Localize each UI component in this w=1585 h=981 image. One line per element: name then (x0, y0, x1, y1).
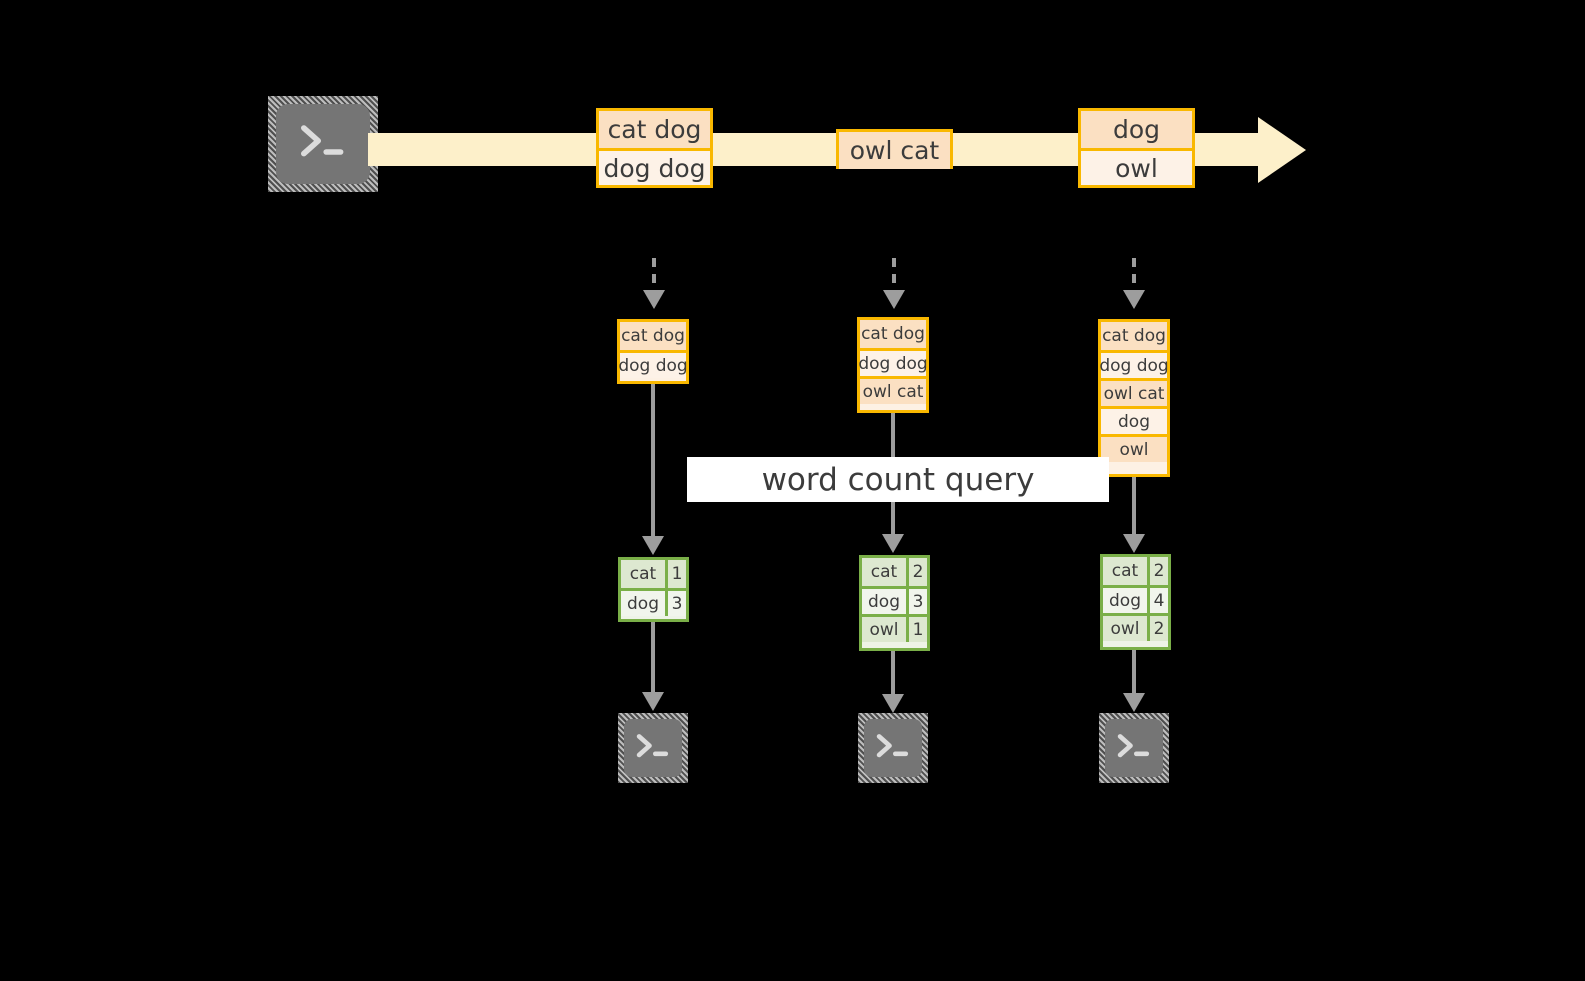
record-line: cat dog (599, 111, 710, 148)
prompt-glyph-icon (876, 734, 909, 758)
record-line: dog dog (599, 148, 710, 185)
accumulated-box-3: cat dog dog dog owl cat dog owl (1098, 319, 1170, 477)
sink-terminal-icon-1 (618, 713, 688, 783)
stream-tap-arrowhead-1 (643, 290, 665, 309)
sink-arrowhead-3 (1123, 693, 1145, 712)
query-label-band: word count query (687, 457, 1109, 502)
result-word: cat (862, 558, 906, 586)
result-word: dog (621, 591, 665, 616)
sink-line-3 (1132, 650, 1136, 696)
accumulated-line: dog dog (858, 348, 928, 376)
source-terminal-icon (268, 96, 378, 192)
table-row: owl 1 (862, 614, 927, 642)
terminal-screen (1105, 719, 1163, 777)
stream-arrow-head-icon (1258, 117, 1306, 183)
stream-tap-arrowhead-3 (1123, 290, 1145, 309)
sink-arrowhead-1 (642, 692, 664, 711)
stream-batch-2: owl cat (836, 129, 953, 169)
result-word: owl (862, 617, 906, 642)
result-count: 1 (906, 617, 927, 642)
result-table-2: cat 2 dog 3 owl 1 (859, 555, 930, 651)
table-row: cat 1 (621, 560, 686, 588)
accumulated-line: dog (1101, 406, 1167, 434)
sink-terminal-icon-2 (858, 713, 928, 783)
accumulated-line: owl cat (860, 376, 926, 404)
query-line-1 (651, 384, 655, 539)
accumulated-line: owl cat (1101, 378, 1167, 406)
table-row: cat 2 (1103, 557, 1168, 585)
terminal-screen (276, 104, 370, 184)
accumulated-line: cat dog (860, 320, 926, 348)
table-row: cat 2 (862, 558, 927, 586)
terminal-screen (624, 719, 682, 777)
result-word: cat (1103, 557, 1147, 585)
accumulated-box-2: cat dog dog dog owl cat (857, 317, 929, 413)
query-arrowhead-2 (882, 534, 904, 553)
result-word: owl (1103, 616, 1147, 641)
accumulated-line: dog dog (618, 350, 688, 378)
record-line: owl (1081, 148, 1192, 185)
table-row: dog 4 (1103, 585, 1168, 613)
accumulated-line: owl (1101, 434, 1167, 462)
result-count: 1 (665, 560, 686, 588)
result-table-1: cat 1 dog 3 (618, 557, 689, 622)
result-count: 3 (665, 591, 686, 616)
stream-batch-3: dog owl (1078, 108, 1195, 188)
table-row: owl 2 (1103, 613, 1168, 641)
prompt-glyph-icon (636, 734, 669, 758)
result-word: dog (1103, 588, 1147, 613)
result-count: 3 (906, 589, 927, 614)
record-line: dog (1081, 111, 1192, 148)
table-row: dog 3 (621, 588, 686, 616)
sink-arrowhead-2 (882, 694, 904, 713)
sink-terminal-icon-3 (1099, 713, 1169, 783)
accumulated-line: cat dog (620, 322, 686, 350)
result-count: 2 (1147, 557, 1168, 585)
result-count: 2 (906, 558, 927, 586)
result-count: 4 (1147, 588, 1168, 613)
stream-tap-line-2 (892, 258, 896, 294)
accumulated-line: cat dog (1101, 322, 1167, 350)
accumulated-line: dog dog (1099, 350, 1169, 378)
stream-tap-line-1 (652, 258, 656, 294)
sink-line-1 (651, 622, 655, 695)
stream-batch-1: cat dog dog dog (596, 108, 713, 188)
terminal-screen (864, 719, 922, 777)
prompt-glyph-icon (301, 125, 344, 157)
query-arrowhead-1 (642, 536, 664, 555)
table-row: dog 3 (862, 586, 927, 614)
record-line: owl cat (839, 132, 950, 169)
result-word: cat (621, 560, 665, 588)
stream-tap-arrowhead-2 (883, 290, 905, 309)
query-arrowhead-3 (1123, 534, 1145, 553)
stream-tap-line-3 (1132, 258, 1136, 294)
result-word: dog (862, 589, 906, 614)
result-count: 2 (1147, 616, 1168, 641)
prompt-glyph-icon (1117, 734, 1150, 758)
accumulated-box-1: cat dog dog dog (617, 319, 689, 384)
sink-line-2 (891, 651, 895, 697)
result-table-3: cat 2 dog 4 owl 2 (1100, 554, 1171, 650)
query-label: word count query (761, 461, 1035, 498)
query-line-3 (1132, 477, 1136, 537)
